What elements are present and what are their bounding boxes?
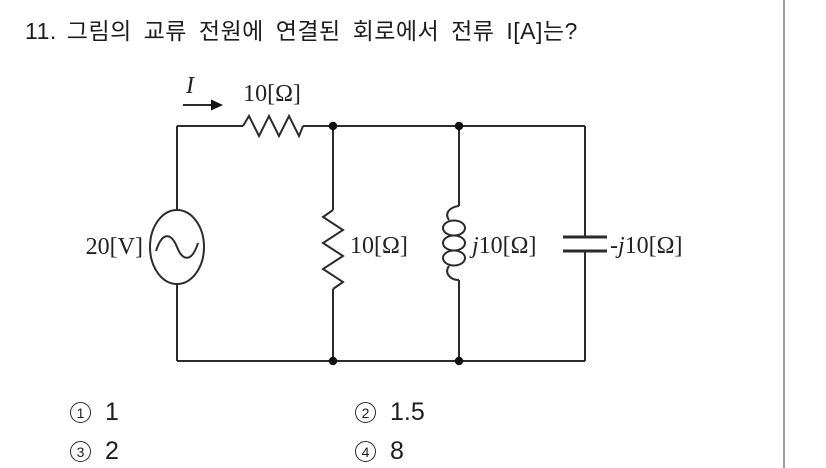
choice-3-circle-icon: 3 [70, 441, 91, 462]
shunt-resistor-icon [321, 209, 345, 290]
current-arrow-head-icon [211, 99, 223, 111]
column-divider [783, 0, 785, 468]
choice-2-number: 2 [361, 404, 370, 421]
capacitor-label-rest: 10[Ω] [625, 233, 683, 259]
choice-2: 2 1.5 [355, 398, 425, 427]
source-label: 20[V] [86, 234, 143, 260]
choice-2-circle-icon: 2 [355, 402, 376, 423]
inductor-hook-bottom [446, 265, 460, 281]
choice-1-value: 1 [105, 398, 119, 426]
question-line: 11. 그림의 교류 전원에 연결된 회로에서 전류 I[A]는? [25, 12, 578, 46]
question-text: 그림의 교류 전원에 연결된 회로에서 전류 I[A]는? [66, 18, 578, 44]
choice-4-circle-icon: 4 [355, 441, 376, 462]
current-label: I [185, 73, 195, 99]
inductor-hook-top [446, 205, 460, 221]
junction-dot [454, 356, 464, 366]
junction-dot [328, 121, 338, 131]
choice-1-number: 1 [76, 404, 85, 421]
question-number: 11. [25, 18, 57, 44]
inductor-label: j10[Ω] [469, 233, 537, 259]
series-resistor-label: 10[Ω] [243, 81, 301, 107]
capacitor-label: -j10[Ω] [610, 233, 683, 259]
junction-dot [454, 121, 464, 131]
choice-4-value: 8 [390, 437, 404, 465]
choice-3-value: 2 [105, 437, 119, 465]
choice-4: 4 8 [355, 437, 404, 466]
choice-1-circle-icon: 1 [70, 402, 91, 423]
inductor-label-rest: 10[Ω] [479, 233, 537, 259]
choice-1: 1 1 [70, 398, 119, 427]
choice-4-number: 4 [361, 443, 370, 460]
inductor-loop-icon [442, 234, 466, 252]
shunt-resistor-label: 10[Ω] [350, 233, 408, 259]
choice-2-value: 1.5 [390, 398, 425, 426]
junction-dot [328, 356, 338, 366]
inductor-loop-icon [442, 219, 466, 237]
ac-source-icon [149, 209, 205, 285]
choice-3: 3 2 [70, 437, 119, 466]
choice-3-number: 3 [76, 443, 85, 460]
series-resistor-icon [242, 113, 304, 139]
inductor-loop-icon [442, 249, 466, 267]
capacitor-label-prefix: -j [610, 233, 625, 259]
sine-wave-icon [155, 235, 199, 259]
inductor-label-prefix: j [469, 233, 479, 259]
